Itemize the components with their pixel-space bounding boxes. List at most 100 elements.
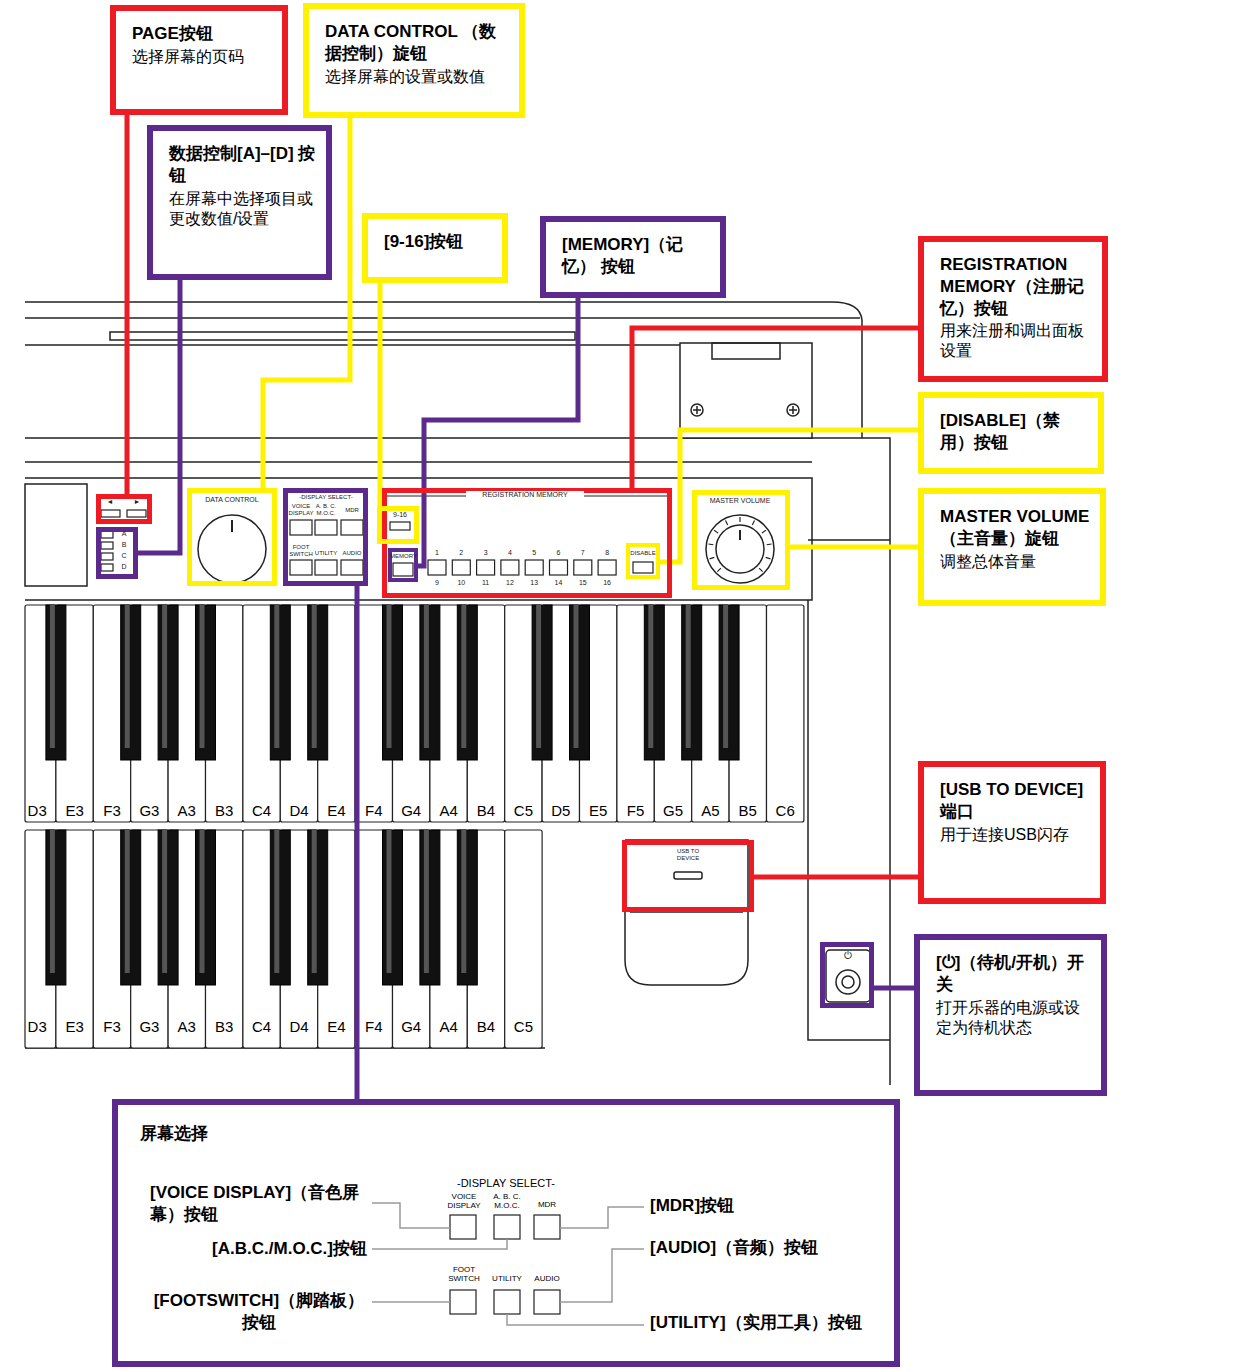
key-shine	[312, 830, 317, 973]
key-shine	[461, 830, 466, 973]
callout-box: DATA CONTROL （数据控制）旋钮选择屏幕的设置或数值	[303, 3, 525, 118]
registration-button	[574, 560, 592, 575]
black-key	[46, 830, 66, 985]
volume-tick	[708, 543, 713, 545]
key-name: F5	[619, 803, 653, 820]
callout-box: 数据控制[A]–[D] 按钮在屏幕中选择项目或更改数值/设置	[147, 125, 332, 280]
panel-label: MEMORY	[390, 553, 416, 560]
callout-title: [USB TO DEVICE] 端口	[940, 779, 1090, 823]
key-name: B3	[207, 1019, 241, 1036]
black-key	[196, 830, 216, 985]
leader-line	[790, 545, 918, 550]
registration-buttons	[428, 560, 616, 575]
key-shine	[274, 605, 279, 748]
callout-box: [9-16]按钮	[362, 213, 508, 283]
panel-label: 8	[600, 549, 614, 557]
highlight-box: ⏻	[820, 942, 874, 1008]
callout-title: [9-16]按钮	[384, 231, 492, 253]
black-key	[158, 830, 178, 985]
callout-title: 数据控制[A]–[D] 按钮	[169, 143, 316, 187]
black-key	[383, 830, 403, 985]
panel-label: DATA CONTROL	[192, 496, 272, 504]
key-shine	[723, 605, 728, 748]
key-shine	[424, 830, 429, 973]
key-shine	[125, 830, 130, 973]
key-name: A3	[170, 803, 204, 820]
highlight-box: ABCD	[96, 527, 138, 579]
black-key	[158, 605, 178, 760]
key-name: D4	[282, 803, 316, 820]
key-shine	[424, 605, 429, 748]
key-shine	[461, 605, 466, 748]
black-key	[121, 830, 141, 985]
black-key	[121, 605, 141, 760]
key-shine	[387, 830, 392, 973]
button-label: VOICE DISPLAY	[443, 1193, 485, 1211]
volume-tick	[739, 517, 740, 522]
volume-ticks	[708, 517, 771, 572]
highlight-box: USB TO DEVICE	[622, 840, 754, 912]
panel-label: D	[120, 563, 128, 571]
key-name: F4	[357, 803, 391, 820]
white-key	[93, 605, 130, 822]
key-name: A3	[170, 1019, 204, 1036]
highlight-box: DATA CONTROL	[187, 488, 277, 586]
highlight-box: REGISTRATION MEMORY123456789101112131415…	[382, 488, 672, 598]
panel-label: 13	[527, 579, 541, 587]
white-key	[243, 605, 280, 822]
key-name: D3	[20, 1019, 54, 1036]
callout-box: [⏻]（待机/开机）开关打开乐器的电源或设定为待机状态	[914, 934, 1107, 1096]
panel-label: 11	[479, 579, 493, 587]
black-key	[420, 830, 440, 985]
key-name: A4	[432, 1019, 466, 1036]
key-name: G4	[394, 803, 428, 820]
key-shine	[536, 605, 541, 748]
callout-box: REGISTRATION MEMORY（注册记忆）按钮用来注册和调出面板设置	[918, 236, 1108, 382]
key-shine	[686, 605, 691, 748]
key-name: D4	[282, 1019, 316, 1036]
key-name: F3	[95, 803, 129, 820]
black-key	[308, 605, 328, 760]
callout-title: REGISTRATION MEMORY（注册记忆）按钮	[940, 254, 1092, 319]
callout-title: DATA CONTROL （数据控制）旋钮	[325, 21, 509, 65]
callout-title: [⏻]（待机/开机）开关	[936, 952, 1091, 996]
volume-tick	[766, 557, 771, 559]
registration-button	[550, 560, 568, 575]
black-key	[308, 830, 328, 985]
highlight-box: ◄►	[96, 494, 152, 524]
panel-label: B	[120, 541, 128, 549]
key-name: G5	[656, 803, 690, 820]
callout-description: 选择屏幕的设置或数值	[325, 67, 509, 87]
key-name: A4	[432, 803, 466, 820]
panel-label: REGISTRATION MEMORY	[466, 491, 584, 499]
key-name: E4	[319, 803, 353, 820]
volume-tick	[710, 557, 715, 559]
key-shine	[200, 605, 205, 748]
key-name: F3	[95, 1019, 129, 1036]
panel-label: ►	[131, 498, 143, 506]
highlight-box: MASTER VOLUME	[692, 490, 790, 590]
registration-button	[477, 560, 495, 575]
panel-label: A	[120, 530, 128, 538]
callout-description: 打开乐器的电源或设定为待机状态	[936, 998, 1091, 1038]
white-key	[25, 830, 56, 1048]
key-shine	[50, 605, 55, 748]
display-select-buttons	[450, 1215, 560, 1314]
panel-label: ⏻	[840, 950, 856, 961]
volume-tick	[759, 568, 763, 572]
volume-tick	[767, 543, 772, 545]
key-shine	[50, 830, 55, 973]
leader-line	[418, 298, 578, 566]
volume-tick	[714, 530, 718, 533]
key-shine	[200, 830, 205, 973]
key-name: A5	[693, 803, 727, 820]
key-name: E4	[319, 1019, 353, 1036]
panel-label: 9-16	[385, 511, 415, 519]
black-key	[719, 605, 739, 760]
leader-line	[754, 875, 918, 880]
white-key	[355, 830, 392, 1048]
panel-label: 15	[576, 579, 590, 587]
key-name: C6	[768, 803, 802, 820]
button-callout: [UTILITY]（实用工具）按钮	[650, 1312, 890, 1334]
